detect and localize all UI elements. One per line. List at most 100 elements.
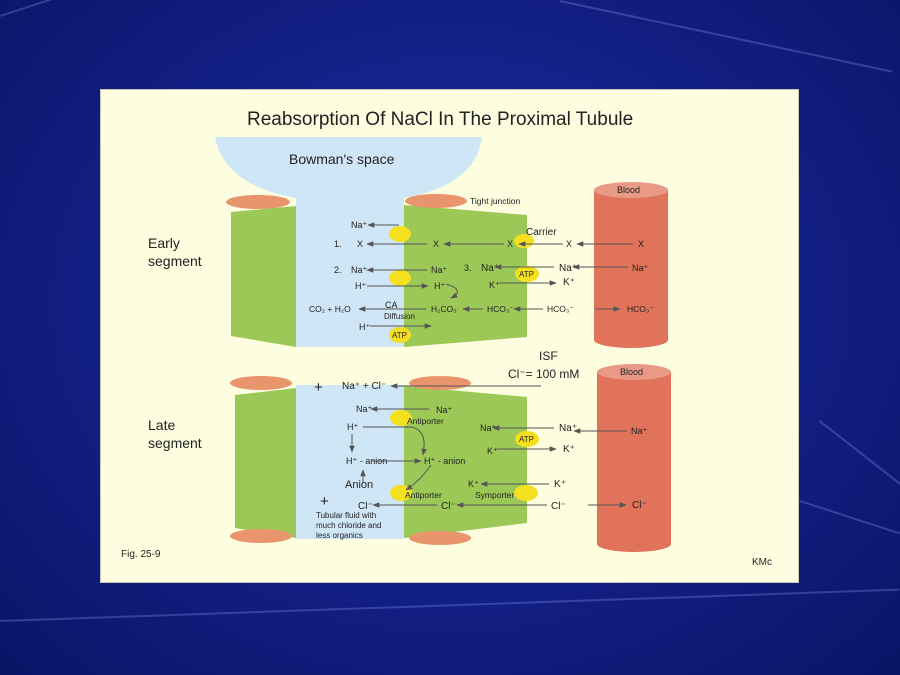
late-nacl-lumen: Na⁺ + Cl⁻ (342, 381, 386, 392)
early-row1-x-cell: X (433, 239, 439, 249)
early-blood-vessel (594, 190, 668, 340)
late-junction-right-bottom (409, 531, 471, 545)
early-row2-num: 2. (334, 265, 342, 275)
early-k-isf: K⁺ (563, 277, 575, 288)
late-h-anion-cell: H⁺ - anion (424, 456, 465, 466)
early-blood-vessel-bottom (594, 332, 668, 348)
early-atp-lumen (389, 327, 411, 343)
early-row1-x-carrier: X (507, 239, 513, 249)
early-right-cell (404, 205, 527, 347)
late-symporter (514, 485, 538, 501)
late-antiporter-bottom-label: Antiporter (405, 490, 442, 500)
late-blood-vessel-top (597, 364, 671, 380)
late-symporter-label: Symporter (475, 490, 514, 500)
early-na-lumen: Na⁺ (351, 220, 368, 230)
early-transporter-x (389, 226, 411, 242)
late-k-cell-2: K⁺ (468, 479, 479, 489)
early-row2-na-lumen: Na⁺ (351, 265, 368, 275)
background-streak (818, 420, 900, 496)
early-h2co3: H₂CO₃ (431, 304, 457, 314)
late-cl-isf: Cl⁻ (551, 501, 566, 512)
background-streak (0, 588, 900, 622)
isf-label: ISF (539, 349, 558, 363)
late-blood-vessel (597, 372, 671, 544)
late-atp-pump (515, 431, 539, 447)
early-atp-label: ATP (519, 270, 534, 279)
early-segment-label-2: segment (148, 253, 202, 269)
early-lumen (296, 190, 404, 347)
bowmans-space-label: Bowman's space (289, 151, 395, 167)
late-left-cell (235, 388, 296, 538)
early-atp-pump (515, 266, 539, 282)
early-row1-x-blood: X (638, 239, 644, 249)
late-antiporter-top (390, 410, 412, 426)
late-antiporter-top-label: Antiporter (407, 416, 444, 426)
late-blood-label: Blood (620, 367, 643, 377)
early-transporter-h (389, 270, 411, 286)
late-plus-top: + (314, 379, 323, 396)
early-blood-label: Blood (617, 185, 640, 195)
early-h-atp: H⁺ (359, 322, 370, 332)
figure-label: Fig. 25-9 (121, 549, 161, 560)
tight-junction-left (226, 195, 290, 209)
late-anion: Anion (345, 479, 373, 491)
early-row3-num: 3. (464, 263, 472, 273)
early-h-lumen: H⁺ (355, 281, 366, 291)
late-na-cell-right: Na⁺ (480, 423, 497, 433)
author-initials: KMc (752, 557, 772, 568)
early-h-cell: H⁺ (434, 281, 445, 291)
late-h-lumen: H⁺ (347, 422, 358, 432)
late-tubular-note-2: much chloride and (316, 521, 381, 530)
early-row1-num: 1. (334, 239, 342, 249)
late-na-lumen: Na⁺ (356, 404, 373, 414)
background-streak (0, 0, 248, 17)
late-segment-label-2: segment (148, 435, 202, 451)
late-atp-label: ATP (519, 435, 534, 444)
early-carrier-label: Carrier (526, 227, 557, 238)
early-hco3-cell: HCO₃⁻ (487, 304, 514, 314)
late-na-blood: Na⁺ (631, 426, 648, 436)
diagram-title: Reabsorption Of NaCl In The Proximal Tub… (247, 109, 633, 130)
early-blood-vessel-top (594, 182, 668, 198)
late-junction-right-top (409, 376, 471, 390)
late-lumen (296, 385, 404, 539)
early-row1-x-isf: X (566, 239, 572, 249)
tight-junction-right (405, 194, 467, 208)
isf-cl-concentration: Cl⁻= 100 mM (508, 367, 579, 381)
early-row1-x-lumen: X (357, 239, 363, 249)
early-hco3-blood: HCO₃⁻ (627, 304, 654, 314)
late-tubular-note-1: Tubular fluid with (316, 511, 376, 520)
early-ca-label: CA (385, 300, 398, 310)
late-k-isf-2: K⁺ (554, 479, 566, 490)
late-cl-blood: Cl⁻ (632, 500, 647, 511)
late-cl-lumen: Cl⁻ (358, 501, 373, 512)
late-junction-left-bottom (230, 529, 292, 543)
late-right-cell (404, 386, 527, 538)
background-streak (799, 500, 900, 546)
slide-panel: Reabsorption Of NaCl In The Proximal Tub… (100, 89, 799, 583)
early-co2-h2o: CO₂ + H₂O (309, 304, 351, 314)
early-segment-label-1: Early (148, 235, 180, 251)
late-k-cell: K⁺ (487, 446, 498, 456)
early-row3-na-blood: Na⁺ (632, 263, 649, 273)
late-na-isf: Na⁺ (559, 423, 577, 434)
late-segment-label-1: Late (148, 417, 175, 433)
early-diffusion-label: Diffusion (384, 312, 415, 321)
early-hco3-isf: HCO₃⁻ (547, 304, 574, 314)
late-plus-bottom: + (320, 493, 329, 510)
bowmans-space (215, 137, 482, 198)
early-row3-na-isf: Na⁺ (559, 263, 577, 274)
late-cl-cell: Cl⁻ (441, 501, 456, 512)
late-blood-vessel-bottom (597, 536, 671, 552)
early-left-cell (231, 206, 296, 347)
late-k-isf: K⁺ (563, 444, 575, 455)
early-k-cell: K⁺ (489, 280, 500, 290)
late-junction-left-top (230, 376, 292, 390)
early-row3-na-cell: Na⁺ (481, 263, 499, 274)
early-row2-na-cell: Na⁺ (431, 265, 448, 275)
proximal-tubule-diagram: Reabsorption Of NaCl In The Proximal Tub… (121, 109, 772, 568)
background-streak (559, 0, 893, 73)
late-tubular-note-3: less organics (316, 531, 363, 540)
late-h-anion-lumen: H⁺ - anion (346, 456, 387, 466)
early-atp-lumen-label: ATP (392, 331, 407, 340)
